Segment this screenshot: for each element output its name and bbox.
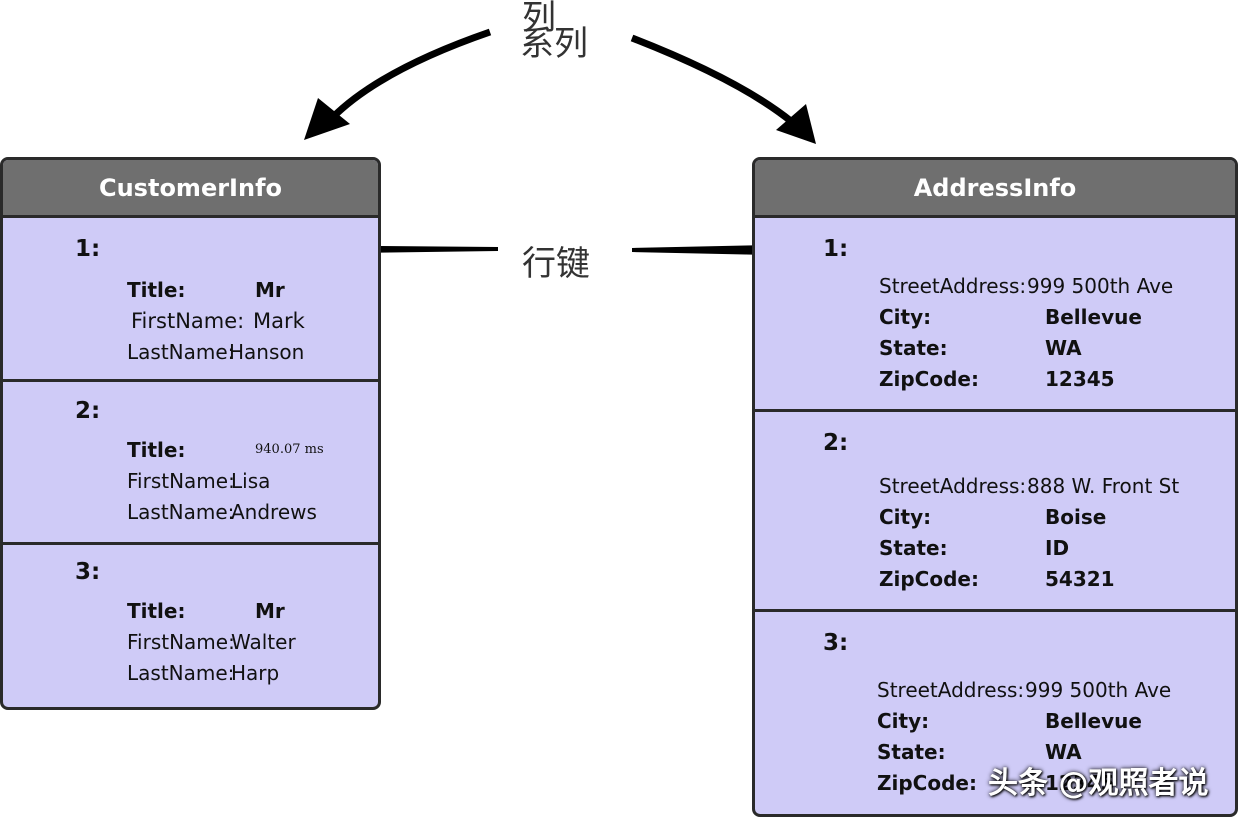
column-family-label-overlap: 列: [522, 0, 556, 38]
address-info-header: AddressInfo: [755, 160, 1235, 218]
customer-info-header: CustomerInfo: [3, 160, 378, 218]
column-family-arrow-right: [630, 34, 795, 125]
row-key: 2:: [823, 430, 849, 456]
row-key: 3:: [823, 630, 849, 656]
arrowhead-right: [776, 104, 816, 144]
customer-row-2: 2: Title: 940.07 ms FirstName: Lisa Last…: [3, 382, 378, 545]
address-info-family: AddressInfo 1: StreetAddress: 999 500th …: [752, 157, 1238, 817]
row-key: 1:: [823, 236, 849, 262]
address-row-1: 1: StreetAddress: 999 500th Ave City: Be…: [755, 218, 1235, 412]
watermark: 头条 @观照者说: [988, 766, 1209, 801]
arrowhead-left: [304, 98, 350, 140]
column-family-arrow-left: [329, 28, 492, 121]
column-family-label: 列 系列: [520, 0, 588, 64]
address-row-2: 2: StreetAddress: 888 W. Front St City: …: [755, 412, 1235, 612]
customer-info-family: CustomerInfo 1: Title: Mr FirstName: Mar…: [0, 157, 381, 710]
row-key: 2:: [75, 398, 101, 424]
address-row-3: 3: StreetAddress: 999 500th Ave City: Be…: [823, 630, 1172, 795]
row-key: 3:: [75, 559, 101, 585]
customer-row-3: 3: Title: Mr FirstName: Walter LastName:…: [75, 559, 296, 685]
row-key: 1:: [75, 236, 101, 262]
customer-row-1: 1: Title: Mr FirstName: Mark LastName: H…: [3, 218, 378, 382]
row-key-label: 行键: [522, 244, 590, 284]
